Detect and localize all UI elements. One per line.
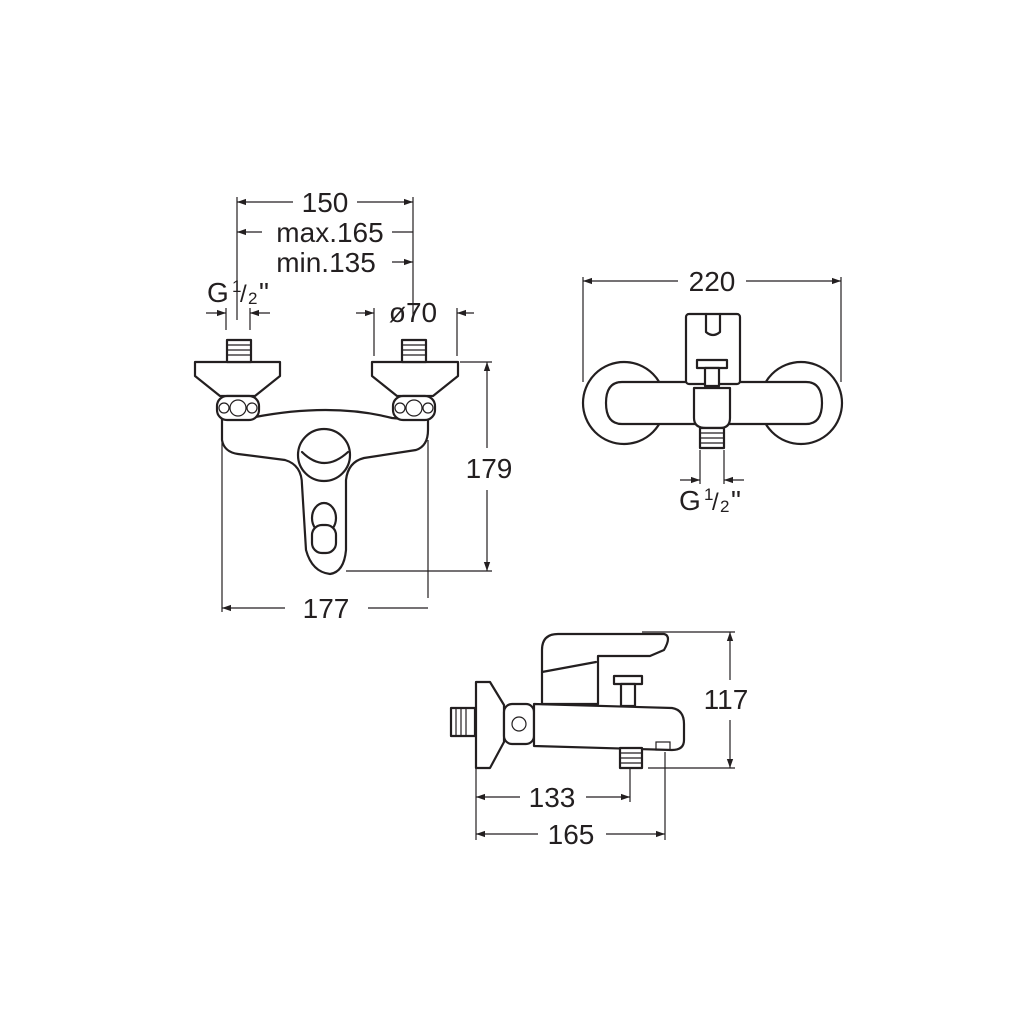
thread-label-top: G 1 / 2 " [679,485,741,516]
side-faucet-body [449,632,686,770]
svg-text:/: / [712,489,719,516]
dim-label-diameter: ø70 [389,297,437,328]
front-view: 150 max.165 min.135 G 1 / 2 " ø70 179 17… [193,187,513,624]
svg-text:1: 1 [232,277,241,296]
svg-text:2: 2 [248,289,257,308]
svg-text:1: 1 [704,485,713,504]
top-view: 220 G 1 / 2 " [581,266,844,516]
dim-label-165: 165 [548,819,595,850]
svg-text:": " [731,485,741,516]
dim-label-179: 179 [466,453,513,484]
top-faucet-body [581,312,844,450]
svg-text:2: 2 [720,497,729,516]
side-view: 117 133 165 [449,631,749,850]
left-eccentric-flange [193,360,282,398]
dim-label-max: max.165 [276,217,383,248]
dim-label-177: 177 [303,593,350,624]
thread-label-front: G 1 / 2 " [207,277,269,308]
svg-text:G: G [207,277,229,308]
dim-label-220: 220 [689,266,736,297]
svg-text:G: G [679,485,701,516]
dim-label-133: 133 [529,782,576,813]
svg-text:/: / [240,281,247,308]
dim-label-150: 150 [302,187,349,218]
svg-text:": " [259,277,269,308]
right-eccentric-flange [370,360,460,398]
dim-label-117: 117 [704,684,749,715]
dim-label-min: min.135 [276,247,376,278]
front-faucet-body [193,338,460,576]
